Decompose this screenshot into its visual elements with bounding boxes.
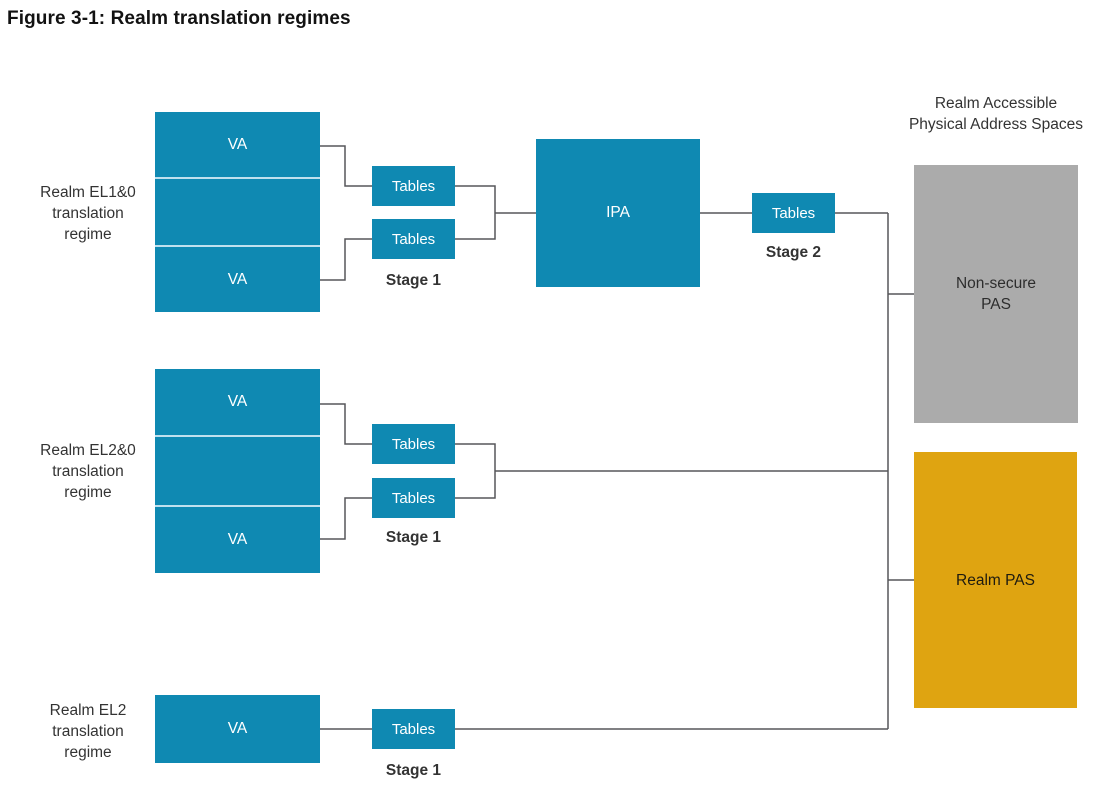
connector-el10-va-bottom-to-tables — [320, 238, 372, 281]
regime-label-line: regime — [64, 484, 112, 501]
regime-label-line: translation — [52, 463, 124, 480]
non-secure-pas-label-line: Non-secure — [955, 275, 1037, 292]
connector-el20-va-bottom-to-tables — [320, 497, 372, 540]
el1and0-va-bottom-box: VA — [155, 247, 320, 312]
regime-label-el1and0: Realm EL1&0 translation regime — [13, 182, 163, 245]
el2and0-va-bottom-box: VA — [155, 507, 320, 573]
connector-el10-va-top-to-tables — [320, 145, 372, 187]
regime-label-line: Realm EL2&0 — [40, 442, 136, 459]
el1and0-middle-section — [155, 179, 320, 245]
el1and0-va-block: VA VA — [155, 112, 320, 312]
regime-label-line: Realm EL1&0 — [40, 184, 136, 201]
figure-caption: Figure 3-1: Realm translation regimes — [7, 8, 351, 29]
el1and0-va-top-box: VA — [155, 112, 320, 177]
non-secure-pas-box: Non-secure PAS — [914, 165, 1078, 423]
regime-label-line: regime — [64, 226, 112, 243]
regime-label-line: translation — [52, 205, 124, 222]
el2and0-stage1-tables-top-box: Tables — [372, 424, 455, 464]
regime-label-line: Realm EL2 — [49, 702, 127, 719]
regime-label-line: regime — [64, 744, 112, 761]
pas-heading-line: Realm Accessible — [934, 95, 1058, 112]
pas-heading: Realm Accessible Physical Address Spaces — [881, 93, 1101, 135]
realm-pas-label: Realm PAS — [956, 571, 1035, 589]
regime-label-el2: Realm EL2 translation regime — [13, 700, 163, 763]
stage2-tables-box: Tables — [752, 193, 835, 233]
el1and0-stage1-tables-top-box: Tables — [372, 166, 455, 206]
el2and0-va-block: VA VA — [155, 369, 320, 573]
el1and0-stage1-label: Stage 1 — [385, 272, 442, 289]
el2and0-stage1-label: Stage 1 — [385, 529, 442, 546]
regime-label-line: translation — [52, 723, 124, 740]
stage2-label: Stage 2 — [765, 244, 822, 261]
el2and0-stage1-tables-bottom-box: Tables — [372, 478, 455, 518]
el2-stage1-tables-box: Tables — [372, 709, 455, 749]
pas-heading-line: Physical Address Spaces — [908, 116, 1084, 133]
el1and0-stage1-tables-bottom-box: Tables — [372, 219, 455, 259]
el2-stage1-label: Stage 1 — [385, 762, 442, 779]
el2-va-box: VA — [155, 695, 320, 763]
regime-label-el2and0: Realm EL2&0 translation regime — [13, 440, 163, 503]
realm-pas-box: Realm PAS — [914, 452, 1077, 708]
el2and0-va-top-box: VA — [155, 369, 320, 435]
non-secure-pas-label-line: PAS — [981, 296, 1011, 313]
connector-el20-va-top-to-tables — [320, 403, 372, 445]
connector-el10-tables-merge-bracket — [455, 185, 496, 240]
connector-el20-tables-merge-bracket — [455, 443, 496, 499]
el2and0-middle-section — [155, 437, 320, 505]
ipa-box: IPA — [536, 139, 700, 287]
